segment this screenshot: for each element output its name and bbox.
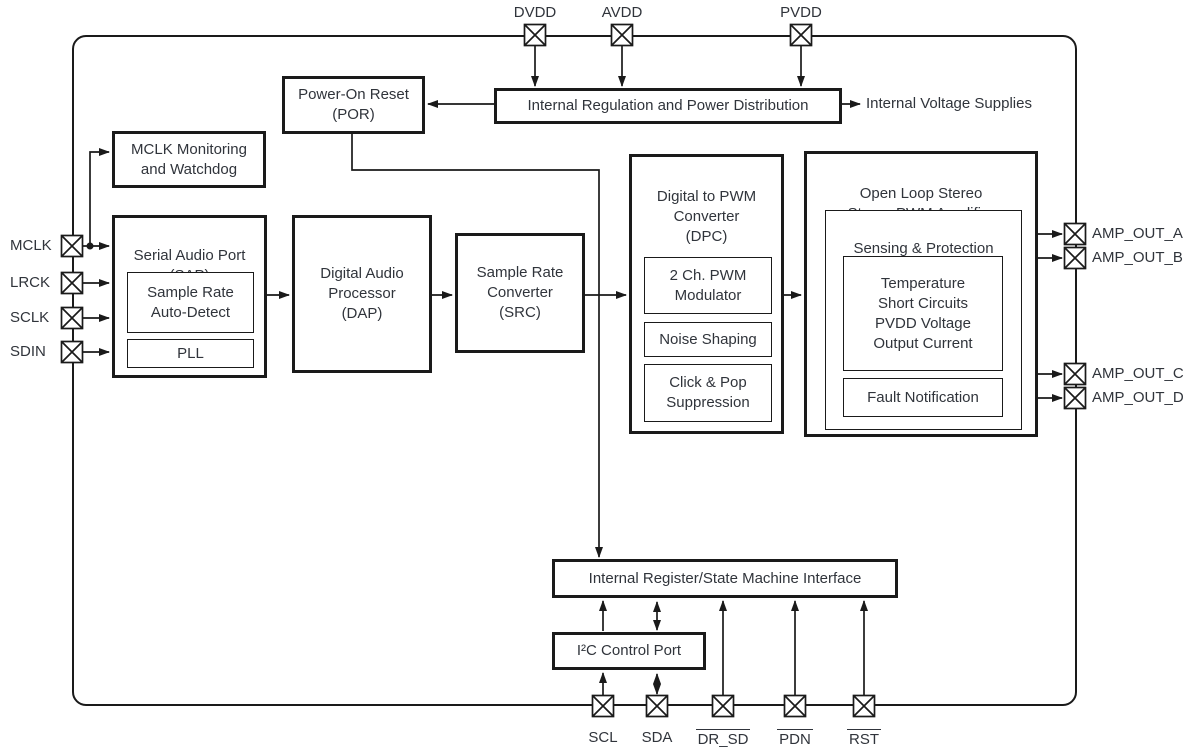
- block-fault-notification: Fault Notification: [843, 378, 1003, 417]
- label-internal-voltage-supplies: Internal Voltage Supplies: [866, 95, 1032, 112]
- block-pwm-modulator: 2 Ch. PWM Modulator: [644, 257, 772, 314]
- block-power-on-reset: Power-On Reset (POR): [282, 76, 425, 134]
- pin-label-pdn-text: PDN: [777, 729, 813, 748]
- block-sample-rate-converter: Sample Rate Converter (SRC): [455, 233, 585, 353]
- block-dpc-title: Digital to PWM Converter (DPC): [656, 188, 757, 245]
- pin-label-rst-text: RST: [847, 729, 881, 748]
- pin-label-sdin: SDIN: [10, 343, 46, 360]
- pin-label-pdn: PDN: [760, 729, 830, 749]
- pin-label-dr-sd-text: DR_SD: [695, 729, 751, 748]
- block-pwm-amplifier: Open Loop Stereo Stereo PWM Amplifier Se…: [804, 151, 1038, 437]
- pin-label-lrck: LRCK: [10, 274, 51, 291]
- block-sample-rate-auto-detect: Sample Rate Auto-Detect: [127, 272, 254, 333]
- block-sensing-protection: Sensing & Protection Temperature Short C…: [825, 210, 1022, 430]
- pin-label-amp-out-d: AMP_OUT_D: [1092, 389, 1184, 406]
- block-noise-shaping: Noise Shaping: [644, 322, 772, 357]
- pin-label-dr-sd: DR_SD: [688, 729, 758, 749]
- pin-label-mclk: MCLK: [10, 237, 52, 254]
- block-digital-to-pwm-converter: Digital to PWM Converter (DPC) 2 Ch. PWM…: [629, 154, 784, 434]
- pin-label-rst: RST: [829, 729, 899, 749]
- pin-label-amp-out-c: AMP_OUT_C: [1092, 365, 1184, 382]
- block-click-pop-suppression: Click & Pop Suppression: [644, 364, 772, 422]
- pin-label-scl: SCL: [588, 729, 618, 746]
- block-i2c-control-port: I²C Control Port: [552, 632, 706, 670]
- block-internal-regulation: Internal Regulation and Power Distributi…: [494, 88, 842, 124]
- pin-label-dvdd: DVDD: [513, 4, 557, 21]
- block-digital-audio-processor: Digital Audio Processor (DAP): [292, 215, 432, 373]
- block-protection-list: Temperature Short Circuits PVDD Voltage …: [843, 256, 1003, 371]
- block-mclk-watchdog: MCLK Monitoring and Watchdog: [112, 131, 266, 188]
- pin-label-pvdd: PVDD: [780, 4, 822, 21]
- block-serial-audio-port: Serial Audio Port (SAP) Sample Rate Auto…: [112, 215, 267, 378]
- pin-label-sclk: SCLK: [10, 309, 50, 326]
- block-sensing-protection-title: Sensing & Protection: [853, 240, 994, 257]
- pin-label-sda: SDA: [641, 729, 673, 746]
- block-register-interface: Internal Register/State Machine Interfac…: [552, 559, 898, 598]
- pin-label-amp-out-b: AMP_OUT_B: [1092, 249, 1183, 266]
- block-pll: PLL: [127, 339, 254, 368]
- pin-label-amp-out-a: AMP_OUT_A: [1092, 225, 1183, 242]
- pin-label-avdd: AVDD: [601, 4, 643, 21]
